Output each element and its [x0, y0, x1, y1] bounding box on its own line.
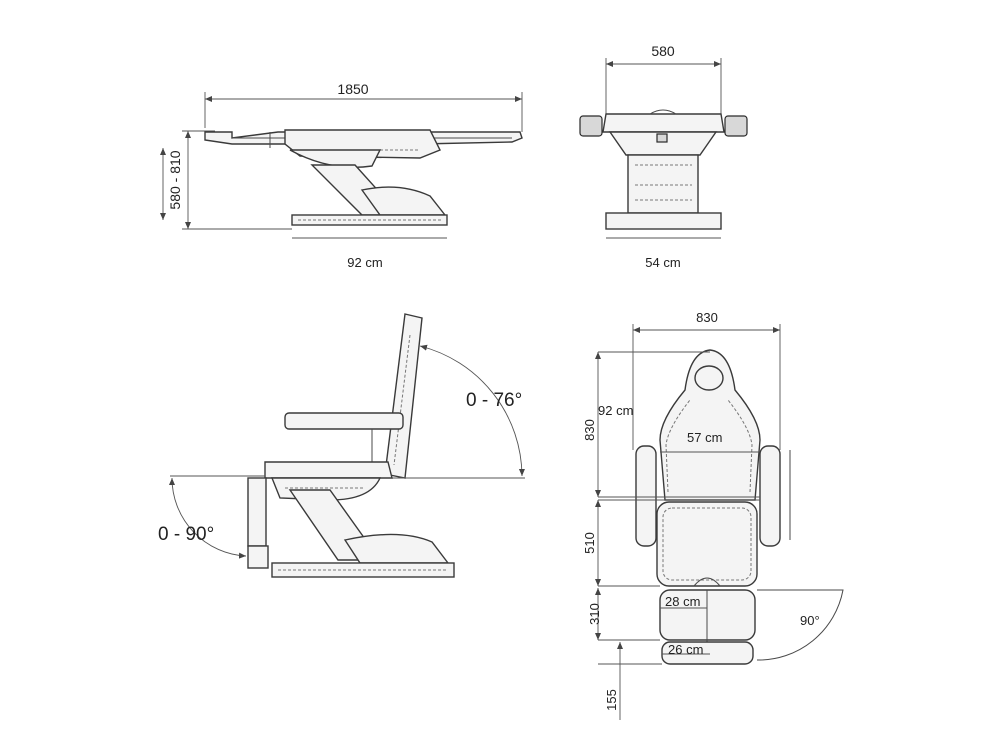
head-dash — [665, 399, 753, 493]
legrest-angle-label: 0 - 90° — [158, 524, 214, 545]
foot-section — [661, 641, 754, 665]
face-hole — [694, 365, 724, 391]
front-view: 580 54 cm — [579, 43, 748, 270]
swing-arc — [756, 589, 844, 661]
head-width-label: 92 cm — [598, 403, 633, 418]
head-section — [659, 349, 761, 501]
height-range-label: 580 - 810 — [167, 150, 183, 209]
foot-length-label: 155 — [604, 689, 619, 711]
front-motor — [656, 133, 668, 143]
chair-view: 0 - 76° 0 - 90° — [158, 313, 525, 578]
backrest — [384, 313, 423, 479]
chair-base-cover — [343, 533, 450, 564]
legrest-angle-arc — [168, 477, 247, 559]
seat-section — [656, 501, 758, 587]
foot-width-label: 26 cm — [668, 642, 703, 657]
right-armrest — [724, 115, 748, 137]
top-width-label: 830 — [696, 310, 718, 325]
leg-width-label: 28 cm — [665, 594, 700, 609]
front-width-label: 580 — [651, 43, 675, 59]
swing-angle-label: 90° — [800, 613, 820, 628]
top-left-armrest — [635, 445, 657, 547]
seat-cutout — [693, 577, 721, 587]
head-length-label: 830 — [582, 419, 597, 441]
front-base — [605, 212, 722, 230]
legrest — [247, 477, 267, 547]
base-cover — [360, 186, 447, 216]
leg-section-length-label: 310 — [587, 603, 602, 625]
back-width-label: 57 cm — [687, 430, 722, 445]
footrest — [247, 545, 269, 569]
front-base-label: 54 cm — [645, 255, 680, 270]
backrest-dash — [393, 334, 411, 466]
front-shell — [608, 131, 718, 156]
seat-dash — [662, 507, 752, 581]
top-view: 830 830 92 cm 57 cm 510 28 cm 310 — [582, 310, 844, 720]
chair-seat — [264, 461, 393, 479]
side-view: 1850 580 - 810 92 cm — [160, 81, 523, 270]
backrest-angle-arc — [419, 344, 525, 477]
base-width-label: 92 cm — [347, 255, 382, 270]
front-bed-top — [602, 113, 725, 133]
left-armrest — [579, 115, 603, 137]
length-label: 1850 — [337, 81, 368, 97]
backrest-angle-label: 0 - 76° — [466, 390, 522, 411]
seat-length-label: 510 — [582, 532, 597, 554]
top-right-armrest — [759, 445, 781, 547]
front-headrest — [649, 109, 677, 115]
front-column — [627, 154, 699, 214]
chair-armrest — [284, 412, 404, 430]
